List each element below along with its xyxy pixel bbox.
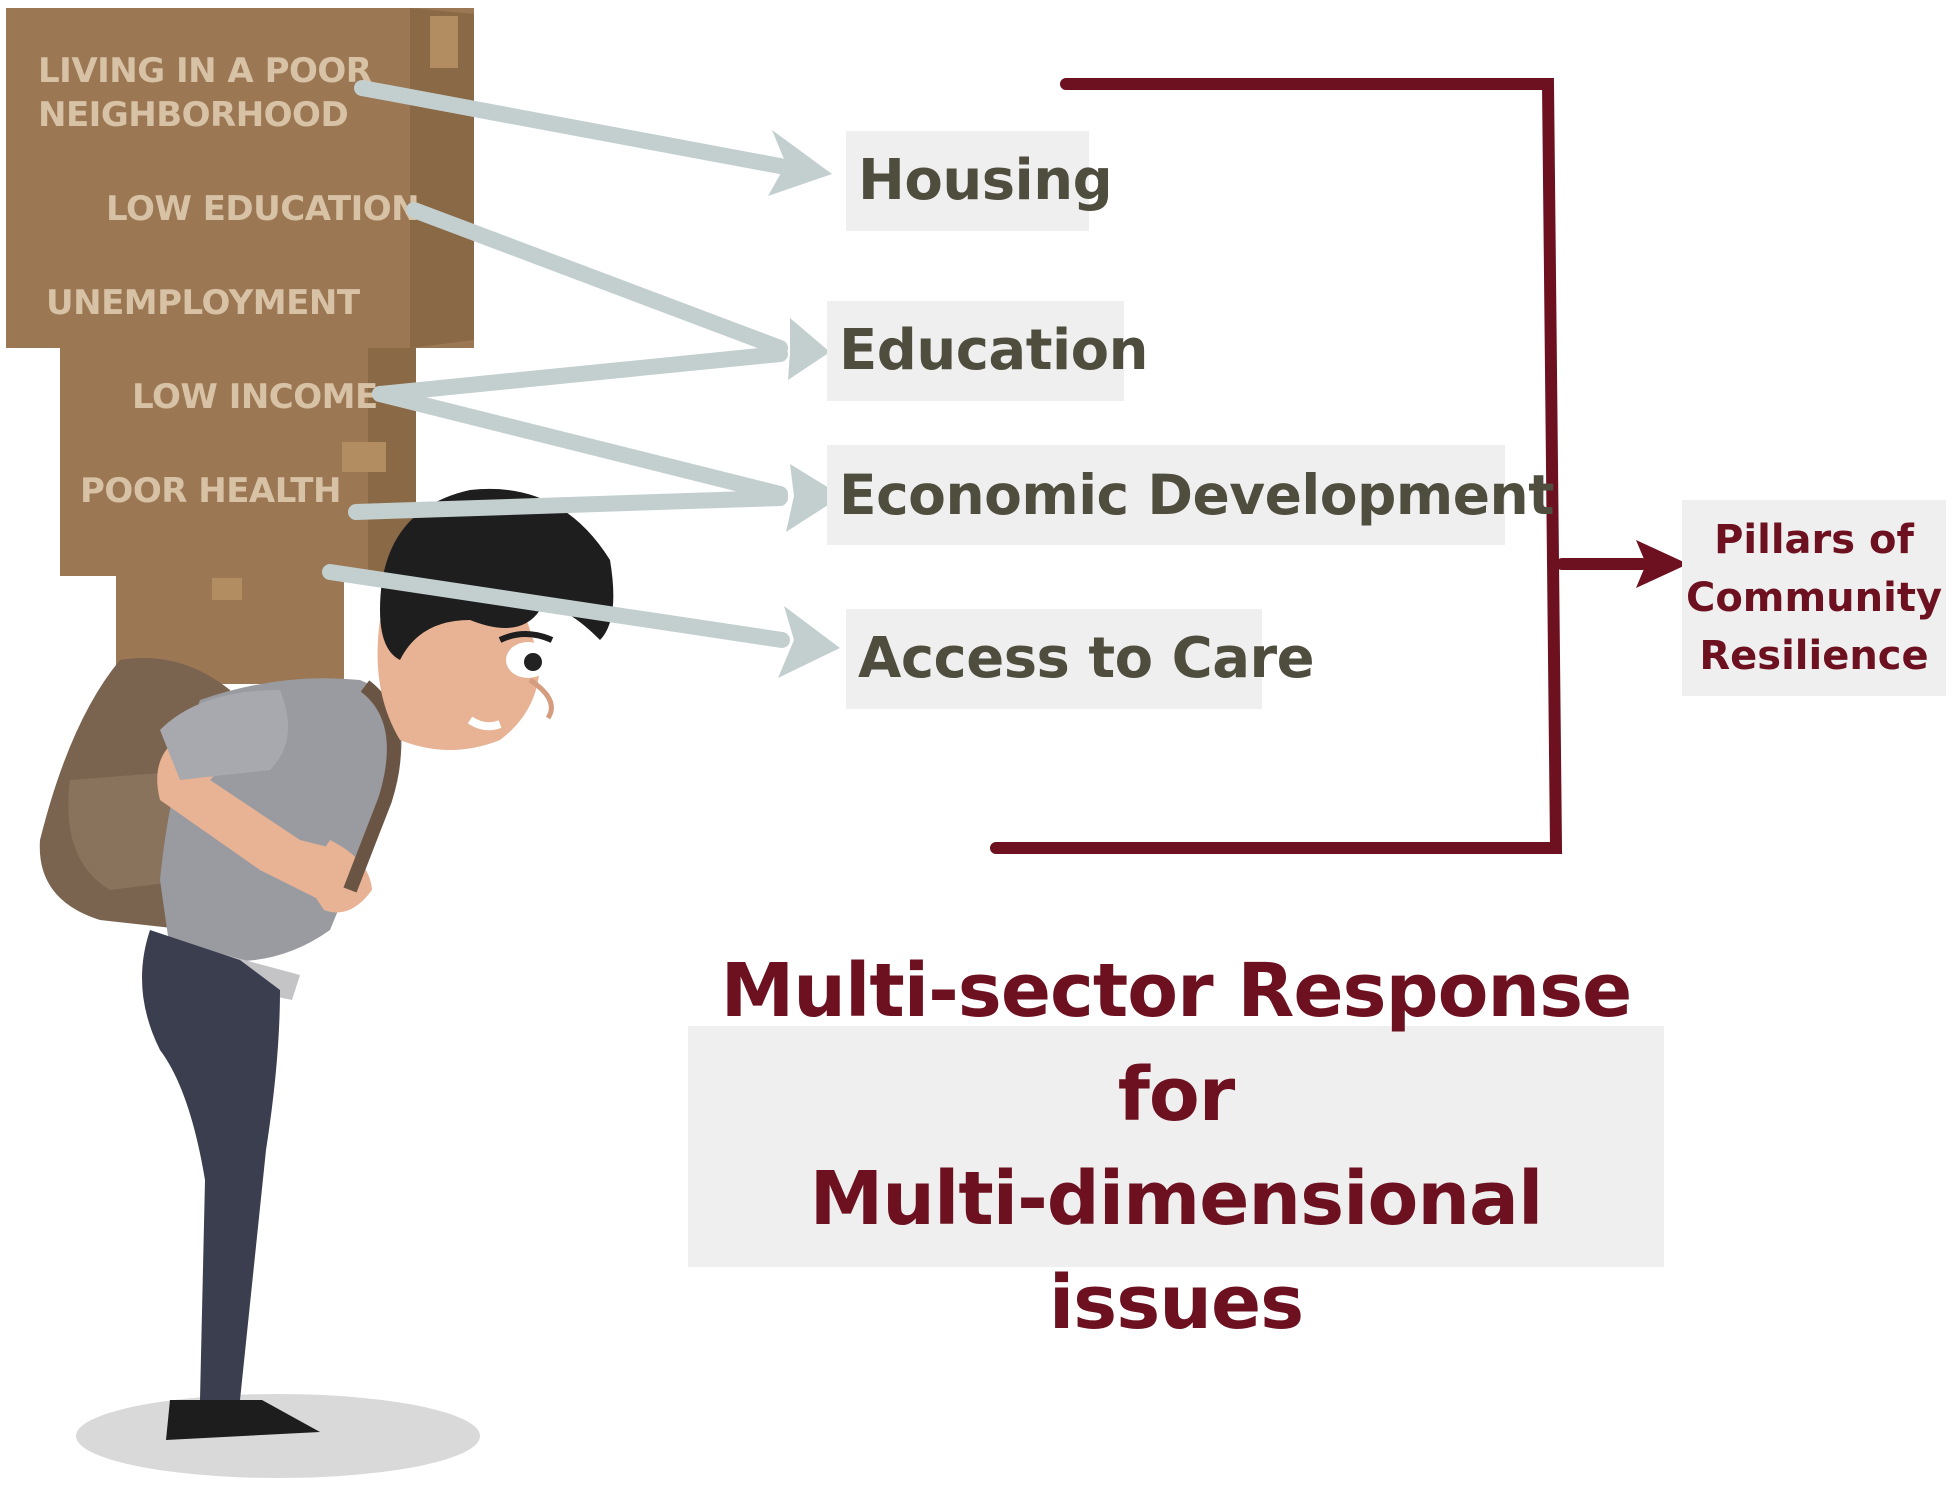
burden-to-sector-arrows bbox=[322, 80, 790, 648]
ground-shadow bbox=[76, 1394, 480, 1478]
arrowhead-housing bbox=[768, 130, 832, 196]
burden-label-neighborhood-1: LIVING IN A POOR bbox=[38, 51, 372, 91]
arrow-education-to-education bbox=[406, 202, 788, 356]
arrowhead-education bbox=[788, 318, 830, 380]
multi-sector-title: Multi-sector Response for Multi-dimensio… bbox=[688, 948, 1664, 1346]
arrowhead-care bbox=[778, 606, 840, 678]
arrow-person-to-care bbox=[322, 564, 790, 648]
burden-label-unemployment: UNEMPLOYMENT bbox=[46, 283, 361, 323]
sectors-bracket bbox=[990, 78, 1648, 854]
arrowheads bbox=[768, 130, 842, 678]
arrowhead-pillars bbox=[1636, 540, 1688, 588]
arrow-income-to-education bbox=[372, 346, 788, 402]
title-line-2: Multi-dimensional issues bbox=[809, 1155, 1544, 1346]
burden-label-neighborhood-2: NEIGHBORHOOD bbox=[38, 95, 348, 135]
pillars-label: Pillars of Community Resilience bbox=[1682, 500, 1946, 696]
arrow-health-to-econ bbox=[348, 490, 788, 520]
burden-label-poor-health: POOR HEALTH bbox=[80, 471, 341, 511]
sector-economic-development: Economic Development bbox=[827, 445, 1555, 545]
burden-label-low-education: LOW EDUCATION bbox=[106, 189, 419, 229]
sector-access-to-care: Access to Care bbox=[846, 609, 1315, 709]
sector-housing: Housing bbox=[846, 131, 1113, 231]
bracket-line bbox=[990, 78, 1563, 854]
pillars-line-1: Pillars of bbox=[1714, 517, 1914, 563]
pillars-line-2: Community bbox=[1685, 575, 1943, 621]
arrowhead-econ bbox=[786, 464, 842, 532]
arrow-neighborhood-to-housing bbox=[354, 80, 788, 174]
burden-label-low-income: LOW INCOME bbox=[132, 377, 378, 417]
pillars-line-3: Resilience bbox=[1699, 633, 1929, 679]
person-head bbox=[377, 488, 614, 750]
sector-education: Education bbox=[827, 301, 1149, 401]
title-line-1: Multi-sector Response for bbox=[720, 947, 1633, 1138]
person-legs bbox=[142, 930, 320, 1440]
arrow-income-to-econ bbox=[372, 386, 788, 502]
